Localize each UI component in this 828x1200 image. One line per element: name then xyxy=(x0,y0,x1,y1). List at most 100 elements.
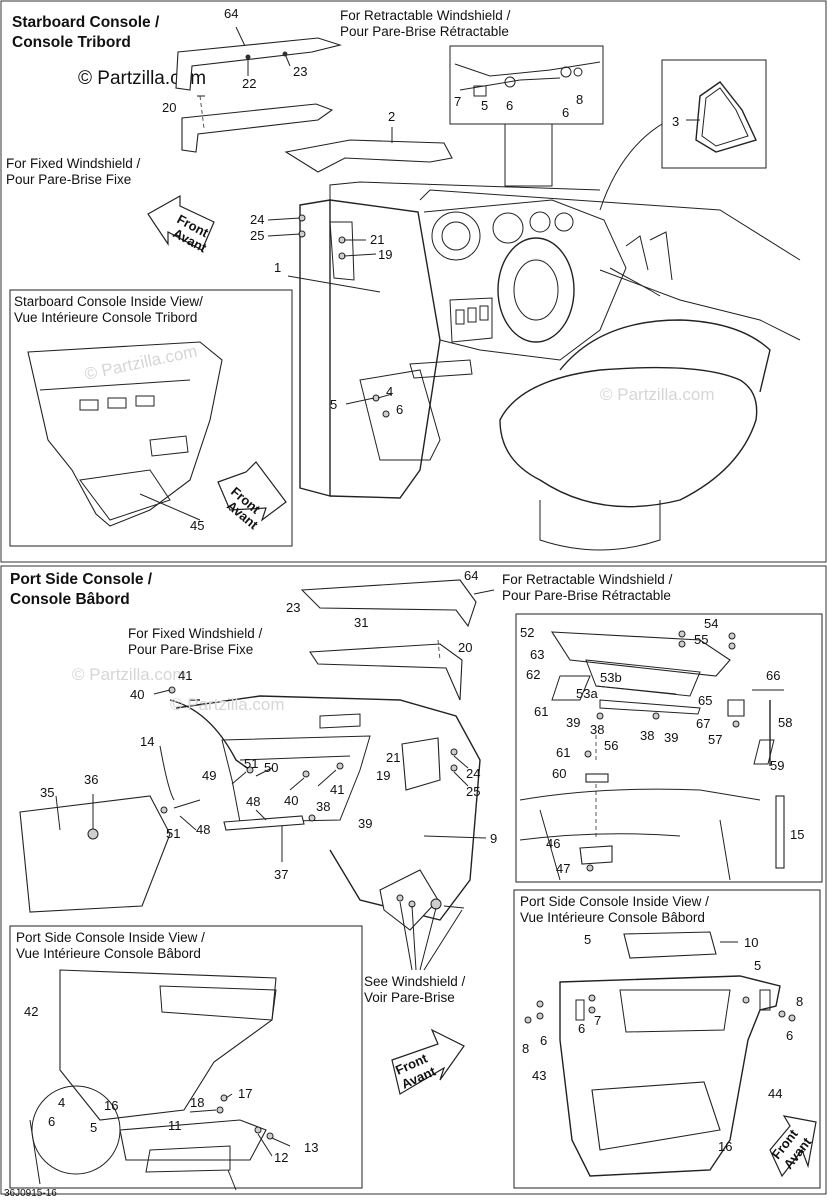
callout: 45 xyxy=(190,518,204,533)
callout: 35 xyxy=(40,785,54,800)
callout: 53a xyxy=(576,686,598,701)
seal-detail-box xyxy=(599,59,767,211)
front-arrow-port: Front Avant xyxy=(391,1028,465,1095)
port-panel-frame xyxy=(0,565,827,1195)
port-section: Port Side Console / Console Bâbord For R… xyxy=(9,568,823,1191)
callout: 48 xyxy=(196,822,210,837)
callout: 39 xyxy=(566,715,580,730)
starboard-callouts: 64 22 23 20 2 7 5 6 6 8 3 24 25 21 19 1 … xyxy=(162,6,679,533)
watermark-light: © Partzilla.com xyxy=(170,695,285,714)
callout: 37 xyxy=(274,867,288,882)
starboard-inside-title-2: Vue Intérieure Console Tribord xyxy=(14,310,197,325)
callout: 24 xyxy=(466,766,480,781)
callout: 18 xyxy=(190,1095,204,1110)
callout: 16 xyxy=(104,1098,118,1113)
callout: 10 xyxy=(744,935,758,950)
starboard-fixed-label-2: Pour Pare-Brise Fixe xyxy=(6,172,131,187)
callout: 2 xyxy=(388,109,395,124)
callout: 6 xyxy=(506,98,513,113)
console-panel-2 xyxy=(284,139,453,173)
port-inside-right-box: Port Side Console Inside View / Vue Inté… xyxy=(513,889,821,1189)
callout: 20 xyxy=(162,100,176,115)
callout: 50 xyxy=(264,760,278,775)
callout: 64 xyxy=(224,6,238,21)
callout: 6 xyxy=(578,1021,585,1036)
callout: 6 xyxy=(48,1114,55,1129)
callout: 19 xyxy=(376,768,390,783)
callout: 7 xyxy=(454,94,461,109)
starboard-inside-view-box: Starboard Console Inside View/ Vue Intér… xyxy=(9,289,293,547)
port-callouts: 64 23 31 20 41 40 14 36 35 51 48 49 51 5… xyxy=(24,568,804,1165)
port-retractable-label-1: For Retractable Windshield / xyxy=(502,572,673,587)
front-arrow-starboard-top: Front Avant xyxy=(147,194,215,256)
port-inside-left-box: Port Side Console Inside View / Vue Inté… xyxy=(9,925,363,1191)
callout: 40 xyxy=(284,793,298,808)
callout: 59 xyxy=(770,758,784,773)
port-inside-right-title-1: Port Side Console Inside View / xyxy=(520,894,709,909)
callout: 38 xyxy=(590,722,604,737)
callout: 52 xyxy=(520,625,534,640)
port-fixed-label-1: For Fixed Windshield / xyxy=(128,626,263,641)
callout: 44 xyxy=(768,1086,782,1101)
port-retractable-label-2: Pour Pare-Brise Rétractable xyxy=(502,588,671,603)
callout: 15 xyxy=(790,827,804,842)
port-inside-left-title-1: Port Side Console Inside View / xyxy=(16,930,205,945)
callout: 57 xyxy=(708,732,722,747)
callout: 38 xyxy=(640,728,654,743)
callout: 60 xyxy=(552,766,566,781)
callout: 1 xyxy=(274,260,281,275)
starboard-retractable-label-2: Pour Pare-Brise Rétractable xyxy=(340,24,509,39)
callout: 47 xyxy=(556,861,570,876)
starboard-console-body xyxy=(299,181,801,551)
callout: 31 xyxy=(354,615,368,630)
callout: 41 xyxy=(178,668,192,683)
callout: 17 xyxy=(238,1086,252,1101)
callout: 55 xyxy=(694,632,708,647)
callout: 24 xyxy=(250,212,264,227)
callout: 39 xyxy=(358,816,372,831)
callout: 14 xyxy=(140,734,154,749)
watermark-light: © Partzilla.com xyxy=(600,385,715,404)
callout: 11 xyxy=(168,1118,182,1133)
callout: 23 xyxy=(293,64,307,79)
callout: 61 xyxy=(534,704,548,719)
port-inside-left-title-2: Vue Intérieure Console Bâbord xyxy=(16,946,201,961)
callout: 21 xyxy=(386,750,400,765)
callout: 6 xyxy=(396,402,403,417)
callout: 20 xyxy=(458,640,472,655)
callout: 38 xyxy=(316,799,330,814)
starboard-panel-frame xyxy=(0,0,827,563)
callout: 8 xyxy=(796,994,803,1009)
callout: 25 xyxy=(250,228,264,243)
callout: 54 xyxy=(704,616,718,631)
callout: 6 xyxy=(540,1033,547,1048)
callout: 16 xyxy=(718,1139,732,1154)
callout: 21 xyxy=(370,232,384,247)
callout: 63 xyxy=(530,647,544,662)
callout: 40 xyxy=(130,687,144,702)
callout: 7 xyxy=(594,1013,601,1028)
port-title-line1: Port Side Console / xyxy=(10,571,153,588)
callout: 51 xyxy=(244,756,258,771)
callout: 22 xyxy=(242,76,256,91)
callout: 64 xyxy=(464,568,478,583)
footer-code: 36J0915-16 xyxy=(4,1188,57,1199)
starboard-fixed-label-1: For Fixed Windshield / xyxy=(6,156,141,171)
callout: 25 xyxy=(466,784,480,799)
callout: 36 xyxy=(84,772,98,787)
watermark-light: © Partzilla.com xyxy=(72,665,187,684)
see-windshield-label-2: Voir Pare-Brise xyxy=(364,990,455,1005)
see-windshield-label-1: See Windshield / xyxy=(364,974,466,989)
callout: 8 xyxy=(522,1041,529,1056)
starboard-title-line2: Console Tribord xyxy=(12,34,131,51)
callout: 5 xyxy=(754,958,761,973)
callout: 4 xyxy=(58,1095,65,1110)
callout: 41 xyxy=(330,782,344,797)
retractable-detail-box xyxy=(449,45,604,187)
callout: 62 xyxy=(526,667,540,682)
starboard-title-line1: Starboard Console / xyxy=(12,14,160,31)
callout: 5 xyxy=(90,1120,97,1135)
callout: 58 xyxy=(778,715,792,730)
callout: 9 xyxy=(490,831,497,846)
